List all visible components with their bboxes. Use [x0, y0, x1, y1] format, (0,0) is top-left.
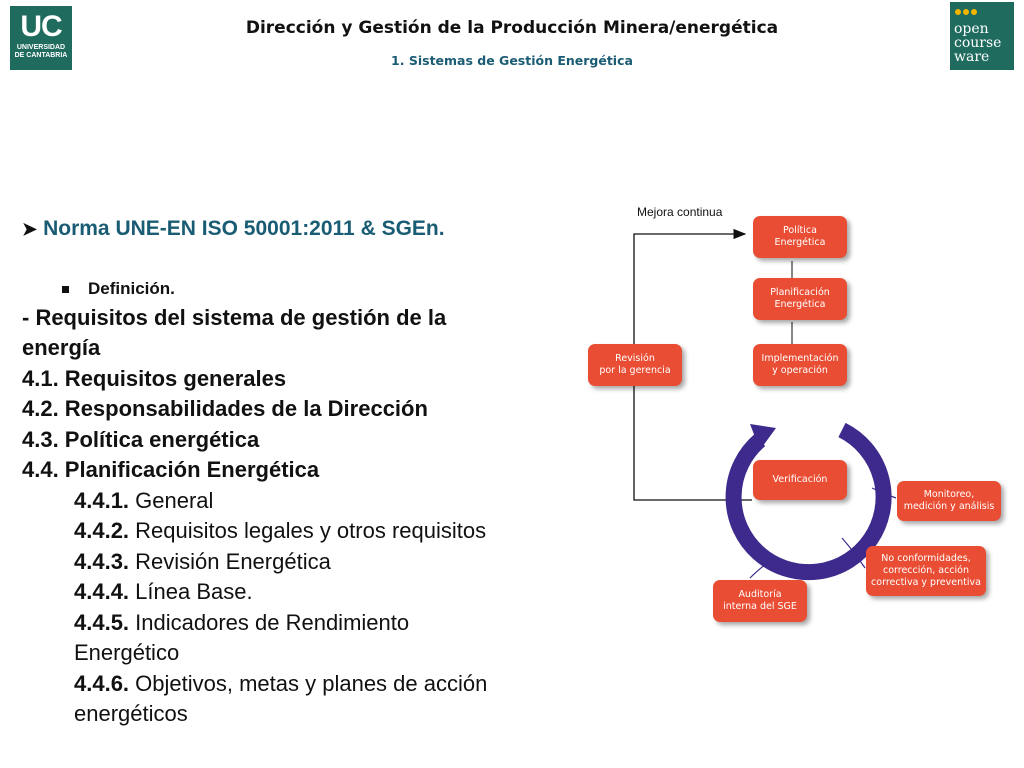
sub-item-2: 4.4.2. Requisitos legales y otros requis… — [74, 518, 487, 543]
definition-bullet: Definición. — [62, 279, 175, 299]
ocw-word-open: open — [954, 21, 989, 37]
requirements-line-6: 4.4. Planificación Energética — [22, 457, 320, 482]
arrow-bullet-icon: ➤ — [22, 218, 38, 239]
sub-item-6-cont: energéticos — [74, 701, 188, 726]
requirements-line-3: 4.1. Requisitos generales — [22, 366, 287, 391]
cycle-arrowhead — [750, 424, 776, 450]
ocw-word-course: course — [954, 35, 1002, 51]
uc-logo-mark: UC — [20, 10, 62, 43]
page-title: Dirección y Gestión de la Producción Min… — [245, 18, 779, 38]
cycle-ring — [725, 422, 892, 581]
ocw-word-ware: ware — [954, 49, 990, 65]
sub-item-5: 4.4.5. Indicadores de Rendimiento — [74, 610, 410, 635]
page-subtitle: 1. Sistemas de Gestión Energética — [391, 53, 633, 68]
mejora-continua-label: Mejora continua — [637, 205, 723, 219]
square-bullet-icon — [62, 285, 69, 293]
diagram-connectors — [633, 228, 897, 581]
sub-item-6: 4.4.6. Objetivos, metas y planes de acci… — [74, 671, 488, 696]
uc-logo: UC UNIVERSIDAD DE CANTABRIA — [10, 6, 72, 70]
section-heading: ➤ Norma UNE-EN ISO 50001:2011 & SGEn. — [22, 217, 445, 241]
uc-logo-line1: UNIVERSIDAD — [16, 44, 66, 51]
requirements-line-4: 4.2. Responsabilidades de la Dirección — [22, 396, 428, 421]
sub-item-4: 4.4.4. Línea Base. — [74, 579, 253, 604]
ocw-logo: open course ware — [950, 2, 1014, 70]
ocw-dots-icon — [955, 9, 977, 15]
definition-text: Definición. — [88, 279, 175, 298]
sub-item-5-cont: Energético — [74, 640, 180, 665]
sub-item-1: 4.4.1. General — [74, 488, 214, 513]
requirements-line-1: - Requisitos del sistema de gestión de l… — [22, 305, 447, 330]
box-monitoreo: Monitoreo,medición y análisis — [897, 481, 1001, 521]
uc-logo-line2: DE CANTABRIA — [14, 52, 68, 59]
section-heading-text: Norma UNE-EN ISO 50001:2011 & SGEn. — [43, 217, 445, 240]
sub-item-3: 4.4.3. Revisión Energética — [74, 549, 331, 574]
box-verificacion: Verificación — [753, 460, 847, 500]
requirements-line-2: energía — [22, 335, 101, 360]
requirements-line-5: 4.3. Política energética — [22, 427, 260, 452]
